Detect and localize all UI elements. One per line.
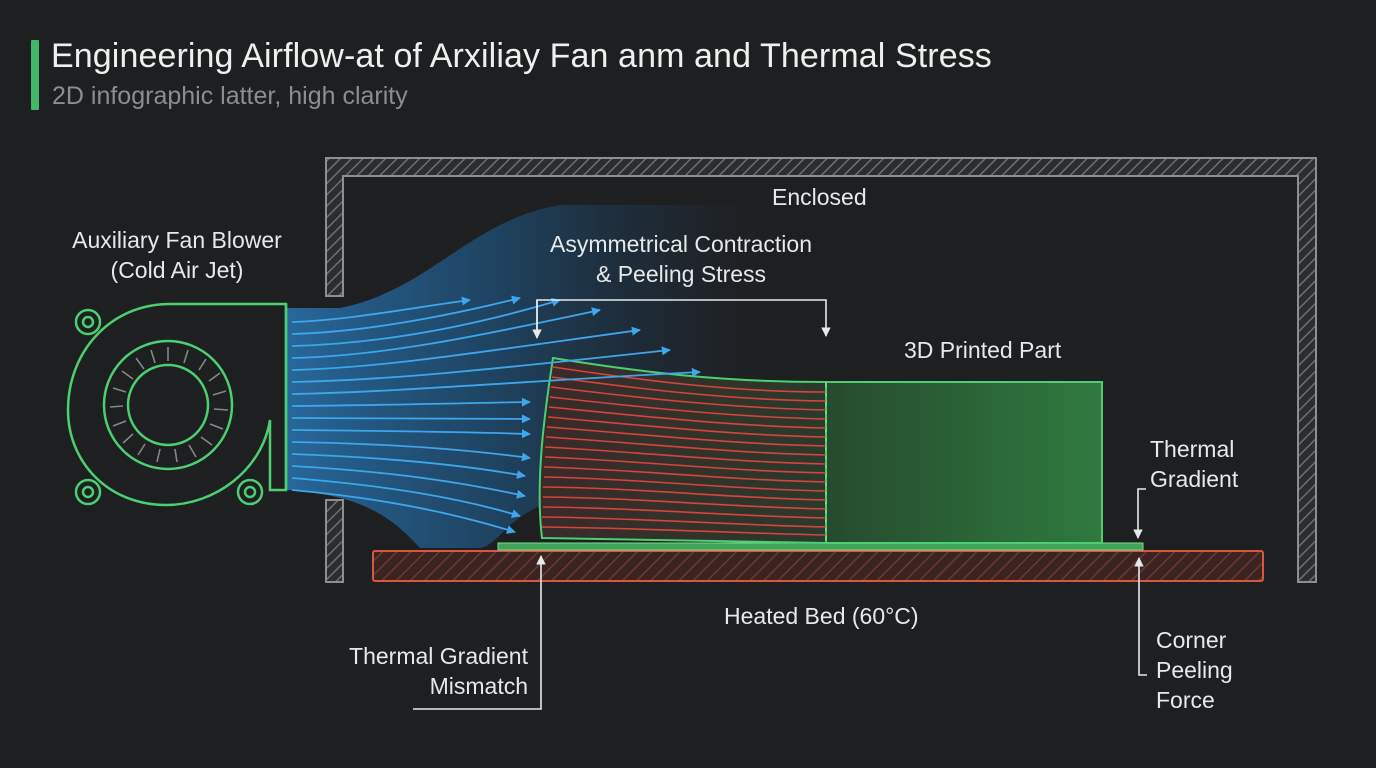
enclosure-label: Enclosed — [772, 184, 867, 210]
corner-force-label: Corner Peeling Force — [1156, 625, 1233, 715]
build-plate-strip — [497, 542, 1144, 551]
mismatch-pointer — [413, 555, 546, 710]
thermal-gradient-line1: Thermal — [1150, 436, 1235, 462]
blower-fan-icon — [66, 302, 288, 507]
title-accent-bar — [31, 40, 39, 110]
contraction-label-line2: & Peeling Stress — [595, 261, 767, 287]
heated-bed-label: Heated Bed (60°C) — [724, 603, 919, 629]
thermal-gradient-pointer — [1133, 488, 1146, 539]
airflow-arrows — [291, 295, 701, 534]
mismatch-label: Thermal Gradient Mismatch — [308, 641, 528, 701]
page-title: Engineering Airflow-at of Arxiliay Fan a… — [51, 37, 992, 75]
fan-label-line2: (Cold Air Jet) — [110, 257, 244, 283]
enclosure-frame — [325, 157, 1317, 583]
thermal-gradient-line2: Gradient — [1150, 466, 1239, 492]
mismatch-label-line1: Thermal Gradient — [349, 643, 528, 669]
stress-lines — [541, 366, 827, 536]
heated-bed — [372, 550, 1264, 582]
mismatch-label-line2: Mismatch — [429, 673, 528, 699]
corner-force-pointer — [1134, 557, 1147, 676]
contraction-bracket — [532, 299, 831, 339]
contraction-label-line1: Asymmetrical Contraction — [549, 231, 813, 257]
fan-impeller-blades — [109, 347, 229, 463]
page-subtitle: 2D infographic latter, high clarity — [52, 82, 408, 110]
fan-label: Auxiliary Fan Blower (Cold Air Jet) — [56, 225, 298, 285]
printed-part-label: 3D Printed Part — [904, 337, 1062, 363]
corner-force-line3: Force — [1156, 687, 1215, 713]
thermal-gradient-label: Thermal Gradient — [1150, 434, 1238, 494]
corner-force-line1: Corner — [1156, 627, 1227, 653]
fan-label-line1: Auxiliary Fan Blower — [72, 227, 282, 253]
contraction-label: Asymmetrical Contraction & Peeling Stres… — [526, 229, 836, 289]
corner-force-line2: Peeling — [1156, 657, 1233, 683]
